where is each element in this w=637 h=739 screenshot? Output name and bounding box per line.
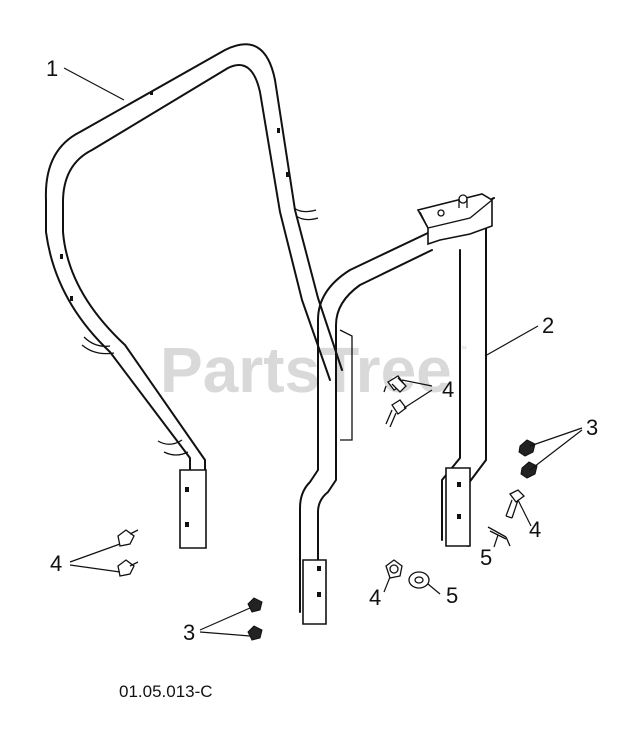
washer-5 [408, 571, 430, 589]
bolt-4-left-lower [117, 559, 139, 577]
callout-4-bottom: 4 [369, 585, 381, 610]
bolt-4-right [505, 489, 525, 519]
callout-4-left: 4 [50, 551, 62, 576]
nut-3-bottom-upper [247, 597, 263, 613]
callout-3-bottom: 3 [183, 620, 195, 645]
diagram-code: 01.05.013-C [119, 682, 213, 701]
pin-5-right [487, 526, 511, 547]
watermark: PartsTree ™ [160, 334, 467, 406]
hardware [117, 375, 538, 641]
nut-3-right-lower [520, 461, 538, 479]
part-1-roll-bar-upper [44, 43, 343, 549]
watermark-text: PartsTree [160, 334, 452, 406]
callout-5-bottom: 5 [446, 583, 458, 608]
part-2-roll-bar-lower [299, 193, 495, 625]
bolt-4-left-upper [117, 529, 139, 547]
callout-2: 2 [542, 313, 554, 338]
callout-4-right: 4 [529, 517, 541, 542]
bolt-4-bottom [385, 559, 403, 579]
callout-1: 1 [46, 56, 58, 81]
nut-3-right-upper [518, 439, 536, 457]
callouts: 1 2 4 3 4 5 4 3 4 5 [46, 56, 598, 645]
callout-3-right: 3 [586, 415, 598, 440]
callout-5-right: 5 [480, 545, 492, 570]
callout-4-center: 4 [442, 377, 454, 402]
leader-lines [63, 67, 583, 637]
bolt-4-center-lower [385, 399, 407, 428]
watermark-trademark: ™ [458, 344, 467, 354]
bolt-4-center-upper [383, 375, 407, 393]
nut-3-bottom-lower [247, 625, 263, 641]
